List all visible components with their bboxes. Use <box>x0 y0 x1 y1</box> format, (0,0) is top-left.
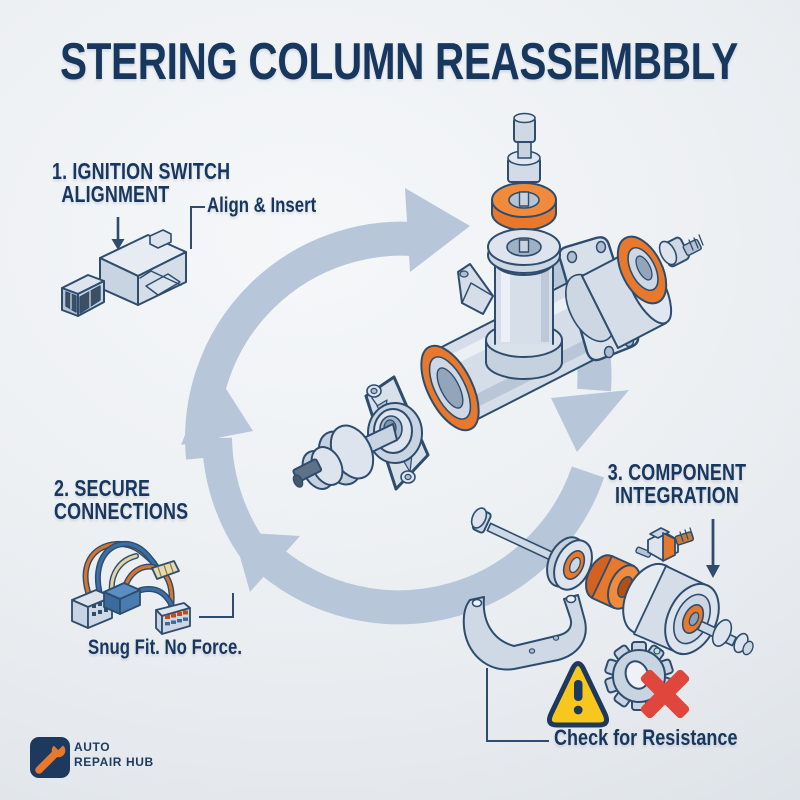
step3-heading-line1: 3. COMPONENT <box>607 459 747 485</box>
logo-text-line1: AUTO <box>74 740 111 754</box>
u-bracket <box>462 594 587 671</box>
shaft-end <box>697 619 754 656</box>
step1-heading-line1: 1. IGNITION SWITCH <box>52 158 231 184</box>
leader-lines <box>190 206 549 742</box>
cycle-arrowhead-top <box>405 188 470 272</box>
step2-heading-line1: 2. SECURE <box>54 475 151 501</box>
step3-heading: 3. COMPONENT INTEGRATION <box>599 461 755 507</box>
connector-tan <box>151 560 180 580</box>
intermediate-shaft-assembly <box>462 507 754 671</box>
upper-bearing-orange <box>491 182 557 231</box>
upper-bearing-steel <box>487 228 561 274</box>
logo-text: AUTO REPAIR HUB <box>74 740 154 770</box>
align-insert-leader <box>190 206 205 249</box>
wedge-key <box>457 263 494 315</box>
retaining-bolt <box>658 234 704 268</box>
column-housing <box>485 248 563 380</box>
connector-right <box>155 602 191 635</box>
step3-down-arrow <box>706 519 720 578</box>
connector-plug <box>61 274 105 317</box>
step2-caption: Snug Fit. No Force. <box>88 636 242 659</box>
step1-heading: 1. IGNITION SWITCH ALIGNMENT <box>52 160 230 206</box>
pulley-drum <box>622 562 720 656</box>
step2-heading-line2: CONNECTIONS <box>54 498 189 524</box>
check-resistance-leader <box>486 668 549 742</box>
steering-column-assembly <box>292 112 704 491</box>
step3-caption: Check for Resistance <box>554 725 738 750</box>
step3-heading-line2: INTEGRATION <box>615 482 739 508</box>
ignition-actuator-part <box>635 527 695 562</box>
red-x-icon <box>640 669 690 719</box>
wrench-icon <box>35 738 66 774</box>
ignition-switch-icon <box>61 229 187 317</box>
input-shaft-discs <box>292 423 398 490</box>
tube-left-bearing-ring <box>420 344 480 432</box>
step1-caption: Align & Insert <box>207 194 317 217</box>
logo-badge <box>30 737 70 778</box>
shaft-bearing-ring <box>546 536 593 591</box>
logo-text-line2: REPAIR HUB <box>74 755 154 769</box>
step1-down-arrow <box>111 217 125 250</box>
cycle-arrowhead-right <box>551 390 629 452</box>
secure-connections-leader <box>199 593 234 618</box>
connector-middle <box>103 582 141 615</box>
right-bearing-ring <box>616 235 668 305</box>
cycle-arrowhead-left <box>181 367 253 445</box>
wiring-harness-icon <box>71 540 191 635</box>
step2-heading: 2. SECURE CONNECTIONS <box>54 477 188 523</box>
step1-heading-line2: ALIGNMENT <box>61 181 170 207</box>
page-title: STERING COLUMN REASSEMBBLY <box>60 33 738 91</box>
warning-triangle-icon <box>547 661 609 728</box>
long-bolt <box>470 507 559 563</box>
gear-red-x-group <box>604 641 690 719</box>
